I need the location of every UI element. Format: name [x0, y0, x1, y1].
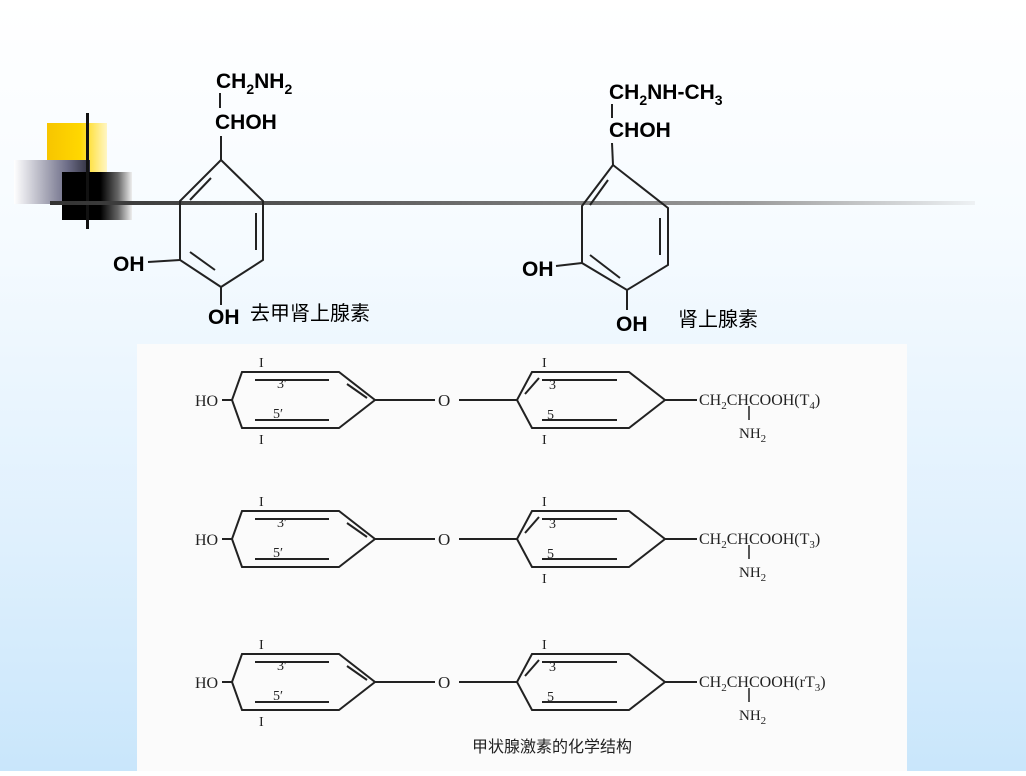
iodine-left-top: I — [259, 638, 264, 653]
epi-oh-left: OH — [522, 258, 554, 281]
position-3: 3 — [549, 378, 556, 393]
amine-label: NH2 — [739, 708, 766, 727]
iodine-right-top: I — [542, 638, 547, 653]
position-3: 3 — [549, 660, 556, 675]
iodine-left-bottom: I — [259, 715, 264, 730]
ne-name: 去甲肾上腺素 — [250, 302, 370, 325]
hydroxyl-label: HO — [195, 532, 218, 549]
epi-oh-bottom: OH — [616, 313, 648, 336]
hydroxyl-label: HO — [195, 675, 218, 692]
sidechain-label: CH2CHCOOH(T3) — [699, 531, 820, 551]
iodine-left-top: I — [259, 495, 264, 510]
position-5prime: 5′ — [273, 546, 283, 561]
row-bonds — [222, 653, 750, 711]
ne-oh-left: OH — [113, 253, 145, 276]
amine-label: NH2 — [739, 426, 766, 445]
right-benzene-ring — [515, 510, 667, 568]
iodine-right-bottom: I — [542, 572, 547, 587]
ether-oxygen: O — [438, 391, 450, 410]
decorative-horizontal-rule — [50, 201, 975, 205]
position-5prime: 5′ — [273, 689, 283, 704]
thyroid-caption: 甲状腺激素的化学结构 — [472, 738, 632, 756]
iodine-right-bottom: I — [542, 433, 547, 448]
position-5: 5 — [547, 690, 554, 705]
iodine-left-bottom: I — [259, 433, 264, 448]
sidechain-label: CH2CHCOOH(T4) — [699, 392, 820, 412]
epi-name: 肾上腺素 — [678, 308, 758, 331]
iodine-right-top: I — [542, 495, 547, 510]
position-3prime: 3′ — [277, 516, 287, 531]
epi-sidechain-top: CH2NH-CH3 — [609, 81, 723, 108]
amine-label: NH2 — [739, 565, 766, 584]
decorative-vertical-line — [86, 113, 89, 229]
ether-oxygen: O — [438, 530, 450, 549]
position-5prime: 5′ — [273, 407, 283, 422]
row-bonds — [222, 371, 750, 429]
norepinephrine-structure: CH2NH2 CHOH OH OH 去甲肾上腺素 — [113, 70, 370, 329]
right-benzene-ring — [515, 653, 667, 711]
ether-oxygen: O — [438, 673, 450, 692]
row-bonds — [222, 510, 750, 568]
hydroxyl-label: HO — [195, 393, 218, 410]
thyroid-structures: HOII3′5′OII35CH2CHCOOH(T4)NH2HOI3′5′OII3… — [195, 356, 826, 756]
ne-sidechain-alcohol: CHOH — [215, 111, 277, 134]
position-3: 3 — [549, 517, 556, 532]
position-3prime: 3′ — [277, 377, 287, 392]
right-benzene-ring — [515, 371, 667, 429]
iodine-left-top: I — [259, 356, 264, 371]
sidechain-label: CH2CHCOOH(rT3) — [699, 674, 826, 694]
decorative-black-block — [62, 172, 132, 220]
position-3prime: 3′ — [277, 659, 287, 674]
ne-oh-bottom: OH — [208, 306, 240, 329]
position-5: 5 — [547, 408, 554, 423]
ne-sidechain-top: CH2NH2 — [216, 70, 292, 97]
position-5: 5 — [547, 547, 554, 562]
iodine-right-top: I — [542, 356, 547, 371]
epinephrine-structure: CH2NH-CH3 CHOH OH OH 肾上腺素 — [522, 81, 758, 336]
epi-sidechain-alcohol: CHOH — [609, 119, 671, 142]
